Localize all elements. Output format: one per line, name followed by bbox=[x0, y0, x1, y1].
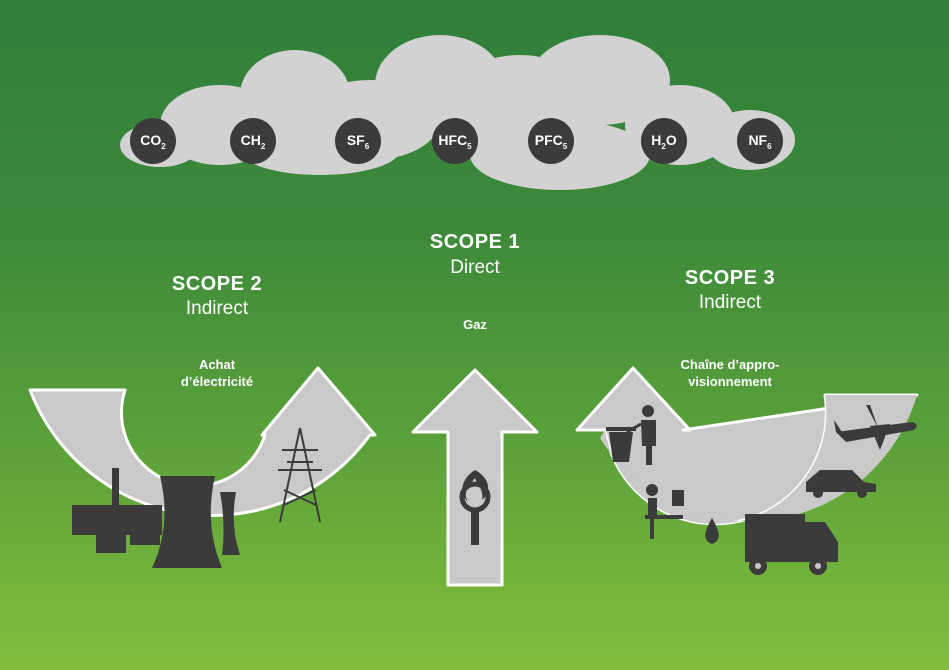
gas-sf6: SF6 bbox=[335, 118, 381, 164]
scope3-note: Chaîne d’appro- visionnement bbox=[640, 356, 820, 390]
car-icon bbox=[806, 470, 876, 498]
scope2-subtitle: Indirect bbox=[185, 298, 249, 319]
scope2-note-line2: d’électricité bbox=[180, 374, 254, 389]
gas-co2: CO2 bbox=[130, 118, 176, 164]
gas-h2o: H2O bbox=[641, 118, 687, 164]
gas-hfc5-label: HFC5 bbox=[438, 131, 472, 151]
gas-hfc5: HFC5 bbox=[432, 118, 478, 164]
airplane-icon bbox=[834, 405, 917, 450]
cooling-tower-icon bbox=[152, 476, 240, 568]
trash-bin-icon bbox=[606, 405, 656, 465]
scope3-note-line2: visionnement bbox=[688, 374, 772, 389]
scope2-title: SCOPE 2 bbox=[171, 273, 263, 295]
gas-ch2: CH2 bbox=[230, 118, 276, 164]
scope2-note-line1: Achat bbox=[198, 357, 236, 372]
scope3-note-line1: Chaîne d’appro- bbox=[680, 357, 780, 372]
gas-nf6-label: NF6 bbox=[748, 131, 772, 151]
truck-icon bbox=[745, 514, 838, 575]
gas-pfc5: PFC5 bbox=[528, 118, 574, 164]
gas-sf6-label: SF6 bbox=[346, 131, 370, 151]
scope1-title: SCOPE 1 bbox=[429, 231, 521, 253]
factory-icon bbox=[72, 468, 162, 553]
power-pylon-icon bbox=[278, 427, 322, 523]
gas-nf6: NF6 bbox=[737, 118, 783, 164]
cloud-icon bbox=[120, 35, 795, 190]
gas-co2-label: CO2 bbox=[140, 131, 166, 151]
office-worker-icon bbox=[645, 484, 684, 539]
gas-h2o-label: H2O bbox=[651, 131, 677, 151]
water-drop-icon bbox=[705, 518, 719, 544]
gas-pfc5-label: PFC5 bbox=[534, 131, 568, 151]
scope2-note: Achat d’électricité bbox=[127, 356, 307, 390]
scope3-subtitle: Indirect bbox=[698, 292, 762, 313]
gas-ch2-label: CH2 bbox=[240, 131, 266, 151]
scope3-title: SCOPE 3 bbox=[684, 267, 776, 289]
scope1-subtitle: Direct bbox=[450, 257, 500, 278]
flame-wrench-icon bbox=[459, 470, 491, 545]
scope1-note: Gaz bbox=[463, 317, 487, 332]
